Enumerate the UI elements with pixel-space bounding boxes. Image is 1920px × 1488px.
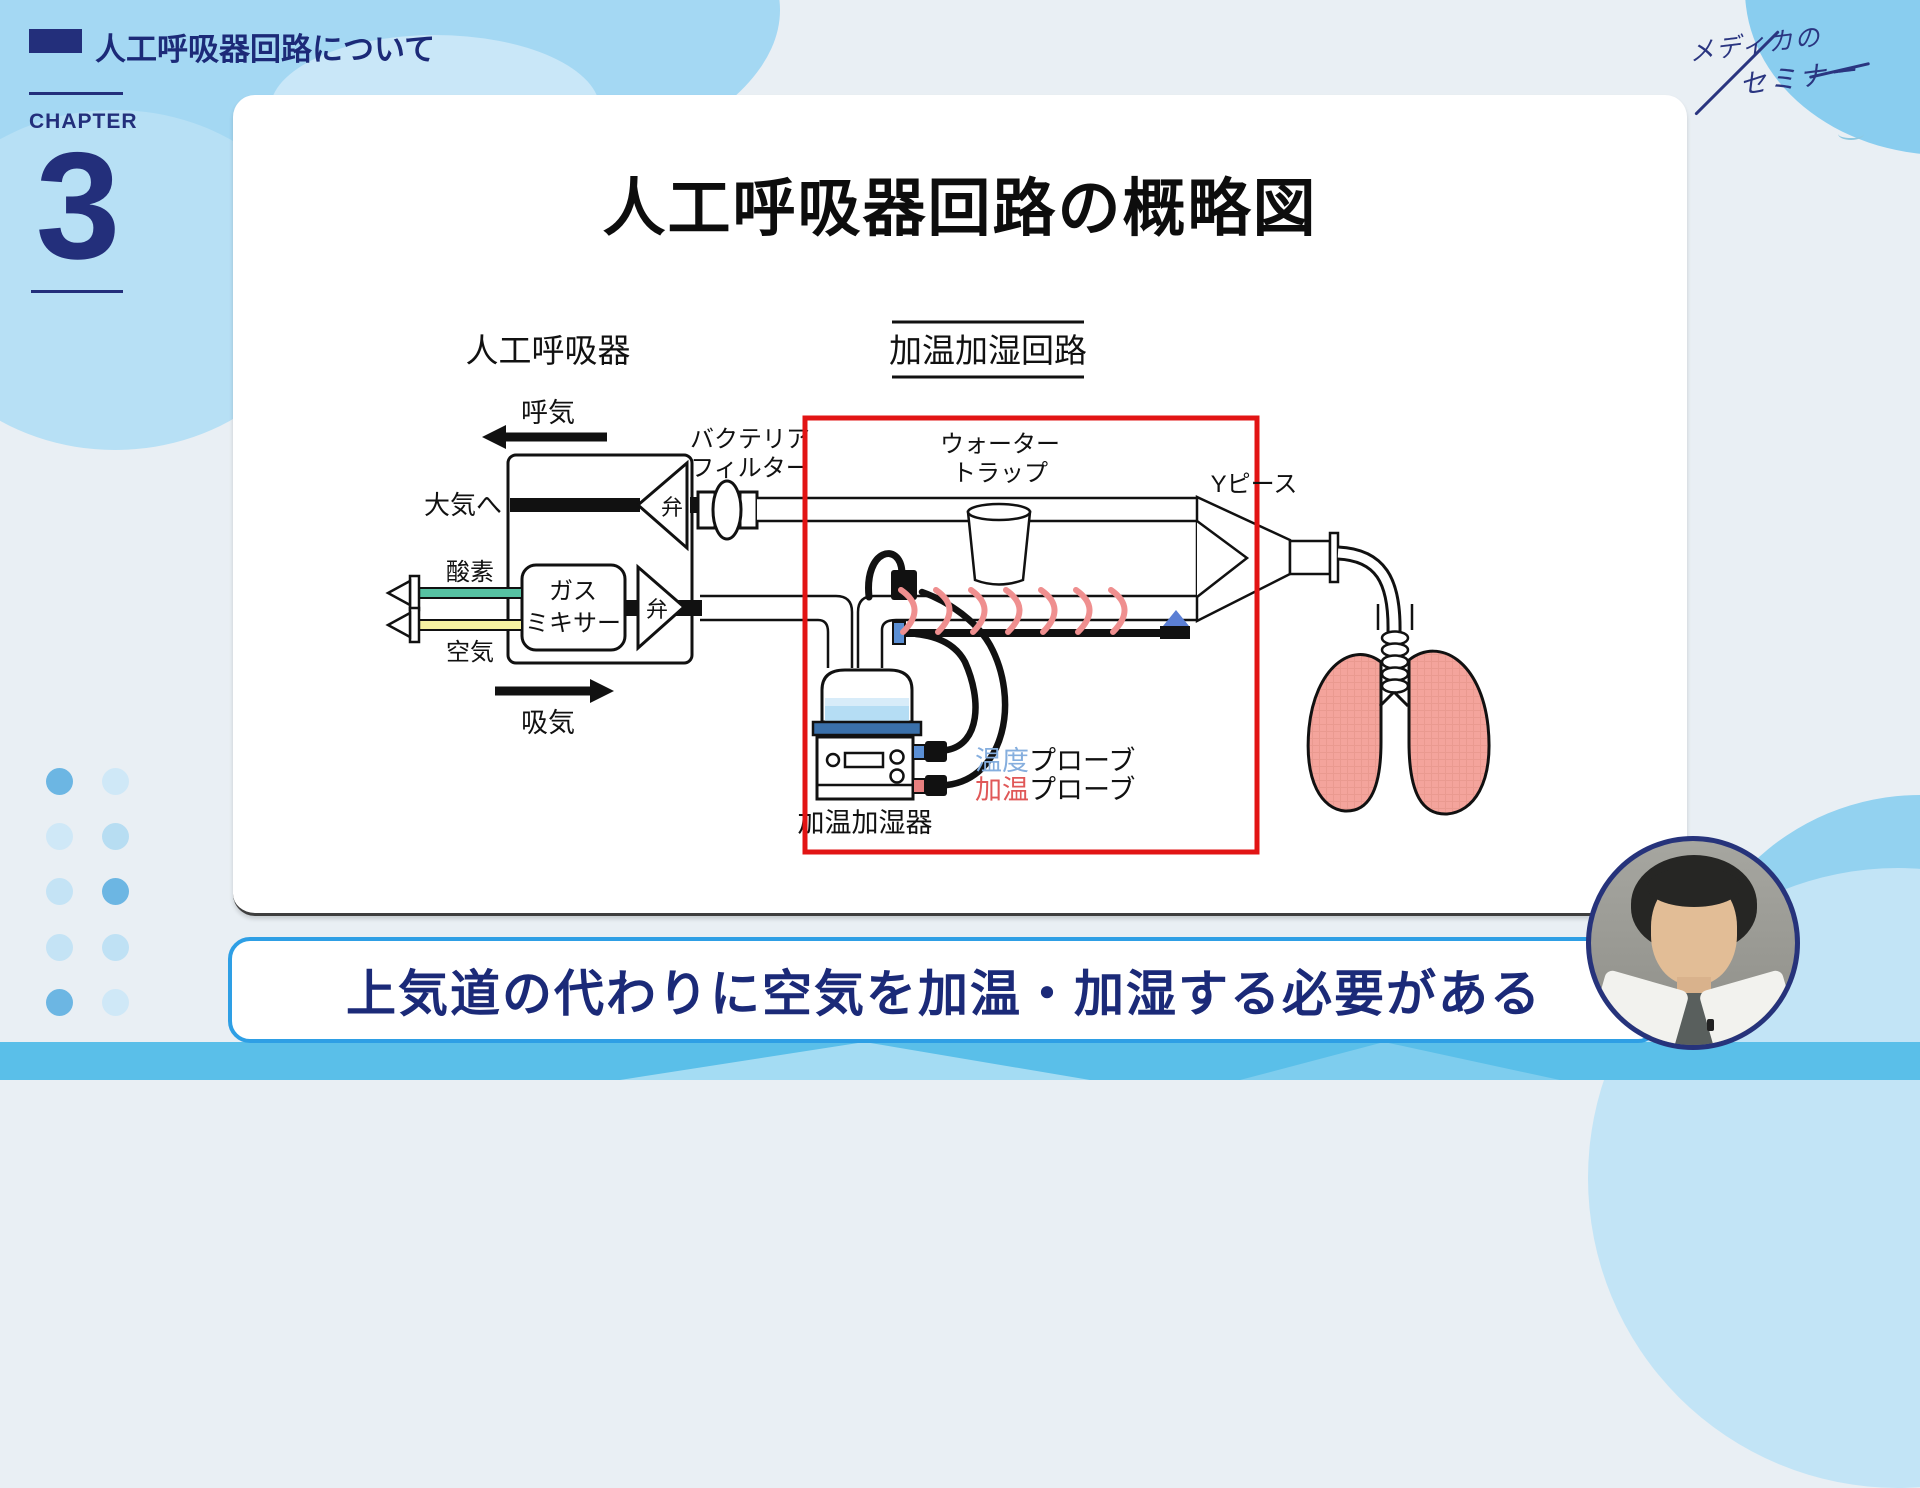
decor-dot (46, 934, 73, 961)
slide-title: 人工呼吸器回路の概略図 (602, 174, 1318, 244)
chapter-divider-top (29, 92, 123, 95)
header-accent-square (29, 29, 82, 53)
decor-dot (102, 823, 129, 850)
decor-dot (102, 768, 129, 795)
decor-dot (102, 934, 129, 961)
presenter-fringe (1647, 867, 1741, 907)
page-title: 人工呼吸器回路について (95, 32, 436, 67)
presenter-microphone (1707, 1019, 1714, 1031)
presenter-video-bubble (1586, 836, 1800, 1050)
chapter-number: 3 (35, 121, 121, 291)
decor-dot (102, 989, 129, 1016)
decor-dot (46, 989, 73, 1016)
key-message-text: 上気道の代わりに空気を加温・加湿する必要がある (346, 966, 1542, 1022)
chapter-label: CHAPTER (29, 110, 138, 133)
chapter-divider-bottom (31, 290, 123, 293)
bottom-wave-strip (0, 1042, 1920, 1080)
decor-dot (102, 878, 129, 905)
decor-dot (46, 823, 73, 850)
key-message-banner: 上気道の代わりに空気を加温・加湿する必要がある (228, 937, 1660, 1043)
presenter-labcoat-right (1698, 968, 1795, 1045)
decor-dot (46, 768, 73, 795)
logo-underline-squiggle (1838, 128, 1864, 140)
decor-dot (46, 878, 73, 905)
